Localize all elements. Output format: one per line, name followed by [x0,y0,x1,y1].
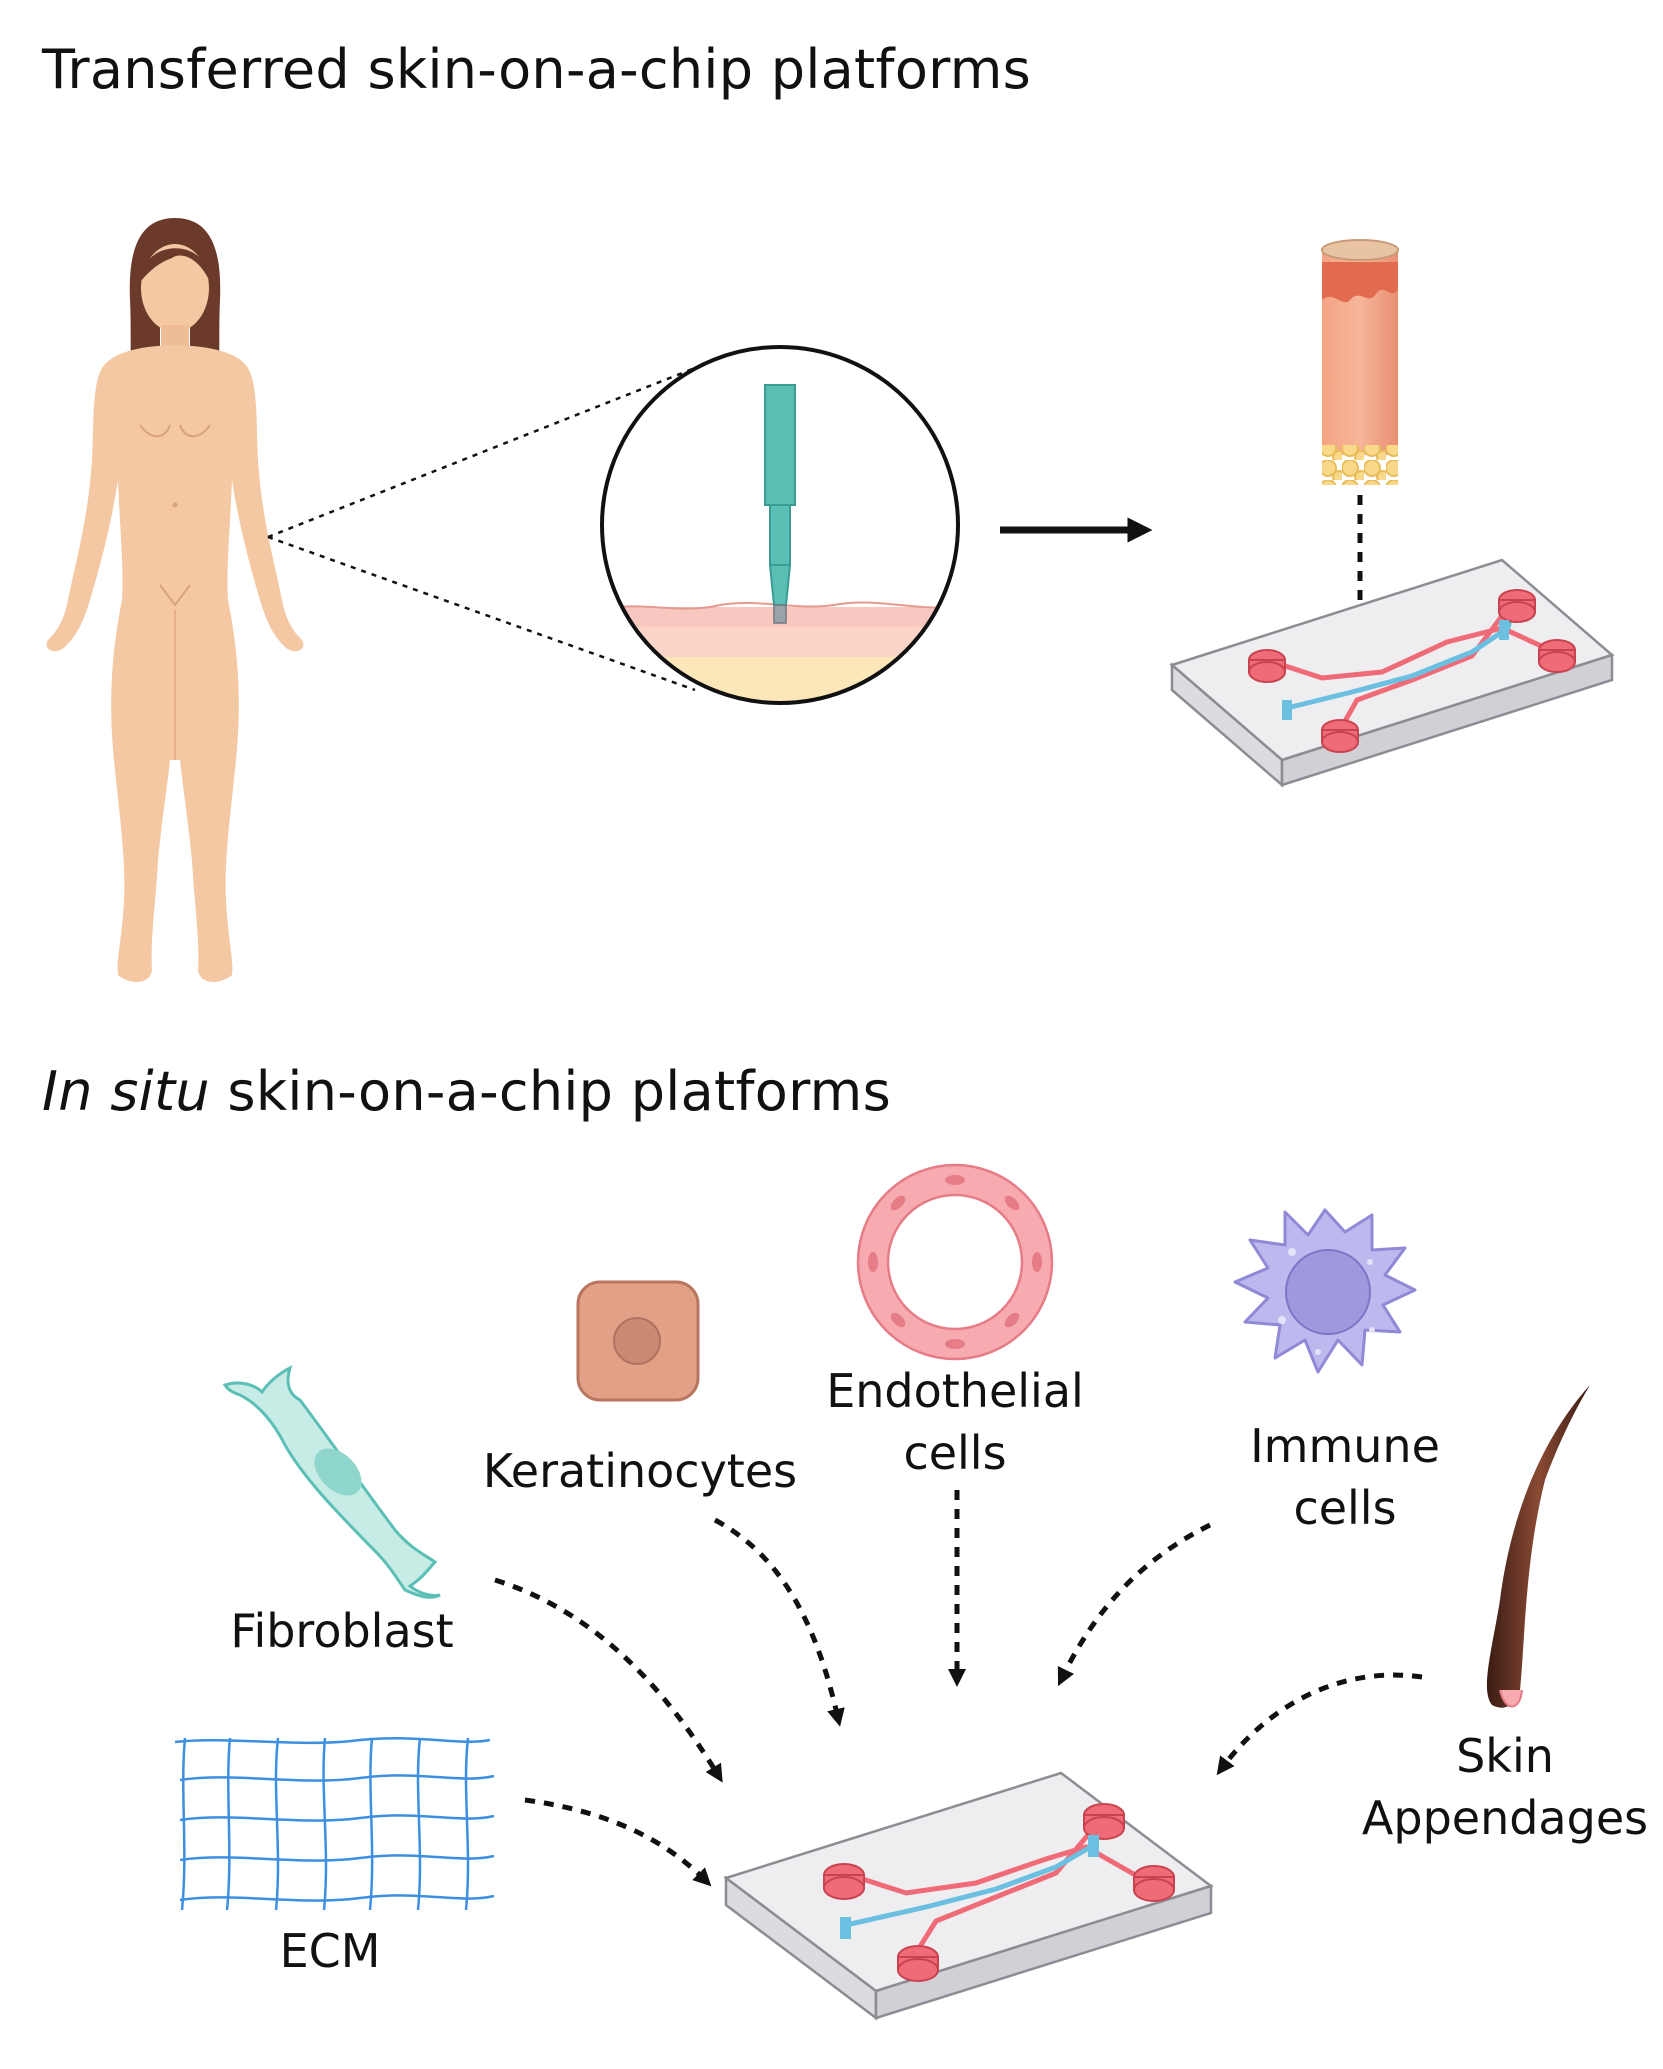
skin-biopsy-cylinder-icon [1321,239,1399,485]
appendages-arrow [1216,1672,1423,1776]
immune-label-line2: cells [1293,1481,1397,1535]
zoom-line-bottom [267,535,696,692]
skin-appendages-label-line1: Skin [1456,1729,1554,1783]
keratinocyte-cell-icon [576,1280,700,1402]
immune-cell-icon [1233,1208,1417,1374]
transferred-title: Transferred skin-on-a-chip platforms [42,38,1032,101]
insitu-title-italic: In situ [42,1060,210,1123]
skin-appendages-label-line2: Appendages [1361,1791,1649,1845]
microfluidic-chip-icon [723,1771,1214,2021]
endothelial-label-line2: cells [903,1426,1007,1480]
immune-label-line1: Immune [1250,1419,1440,1473]
ecm-label: ECM [279,1924,381,1978]
immune-label: Immune cells [1225,1415,1465,1539]
fibroblast-arrow [494,1577,723,1783]
endothelial-label: Endothelial cells [800,1360,1110,1484]
insitu-title: In situ skin-on-a-chip platforms [42,1060,891,1123]
ecm-mesh-icon [174,1737,495,1911]
zoom-line-top [267,366,696,539]
skin-appendages-label: Skin Appendages [1355,1725,1655,1849]
fibroblast-label: Fibroblast [230,1604,454,1658]
insitu-title-rest: skin-on-a-chip platforms [209,1060,892,1123]
immune-arrow [1057,1522,1212,1687]
endothelial-label-line1: Endothelial [826,1364,1084,1418]
fibroblast-cell-icon [222,1365,441,1599]
microfluidic-chip-icon [1169,558,1615,788]
ecm-arrow [524,1797,712,1887]
hair-follicle-icon [1486,1385,1590,1708]
keratinocytes-label: Keratinocytes [482,1444,798,1498]
biopsy-punch-icon [600,345,960,705]
input-arrows [494,1490,1423,1887]
keratinocytes-arrow [713,1517,845,1727]
endothelial-ring-icon [856,1163,1054,1361]
female-body-icon [46,218,304,982]
